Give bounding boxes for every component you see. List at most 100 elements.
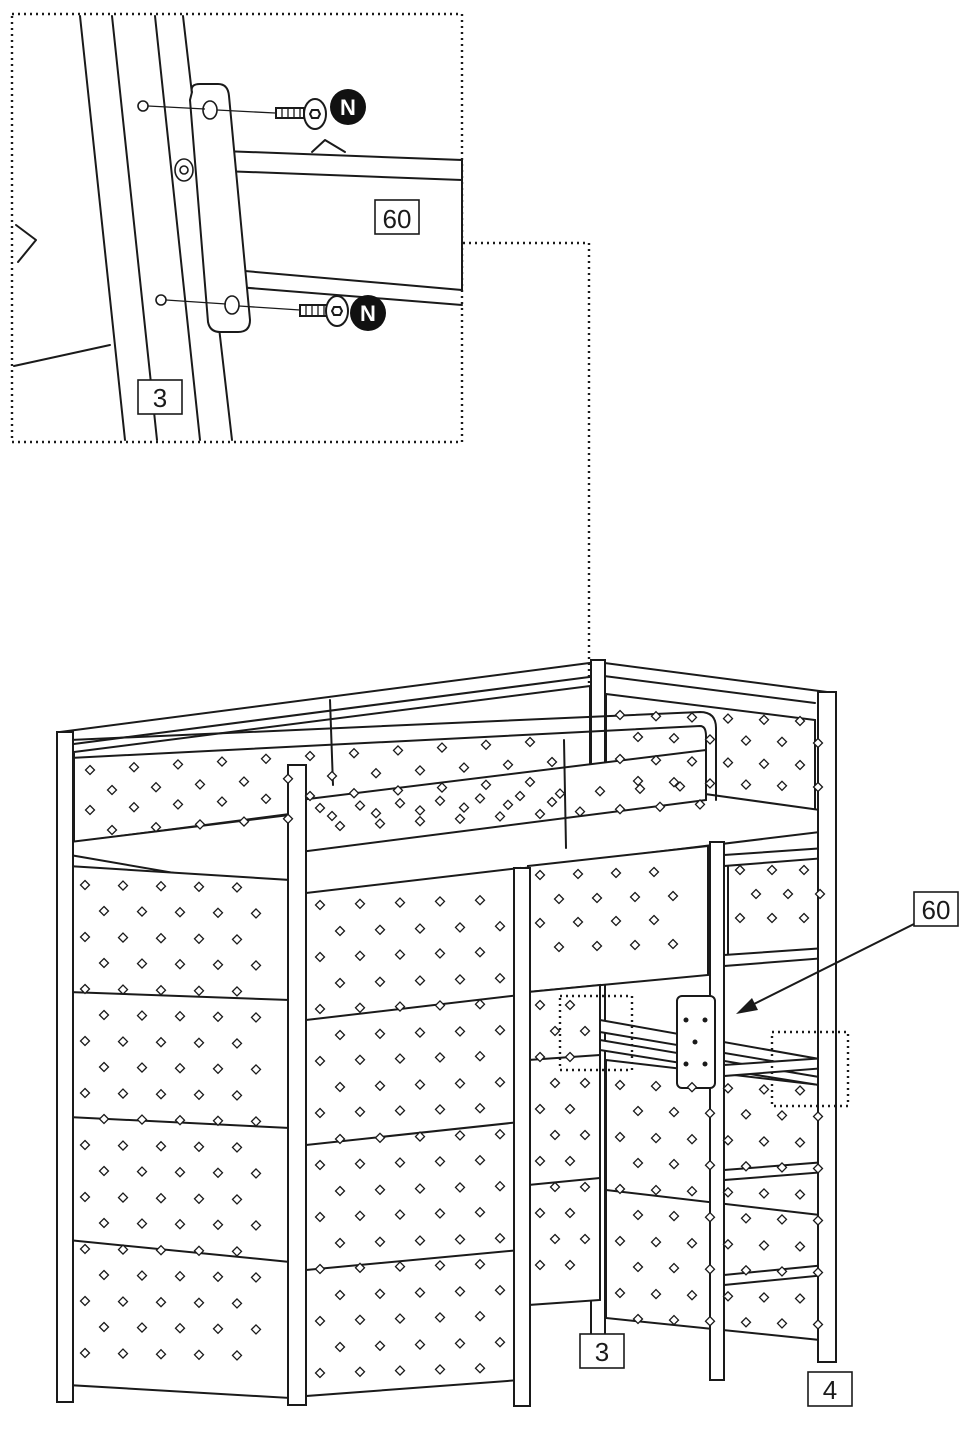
back-left-top-rail-2 (65, 675, 598, 746)
perforation-diamond (812, 1319, 824, 1330)
perforation-diamond (776, 1213, 788, 1225)
perforation-diamond (334, 1081, 346, 1093)
perforation-diamond (374, 1132, 386, 1144)
perforation-diamond (354, 898, 366, 910)
perforation-diamond (758, 758, 770, 770)
left-back-post (56, 731, 74, 1403)
perforation-diamond (722, 713, 734, 725)
perforation-diamond (812, 1215, 824, 1226)
leg-edge-inner (111, 15, 158, 441)
perforation-diamond (434, 1363, 446, 1375)
perforation-diamond (782, 888, 794, 900)
front-seam-3 (305, 1249, 521, 1271)
perforation-diamond (98, 1165, 110, 1177)
perforation-diamond (614, 709, 626, 721)
leg-hole-bottom (155, 294, 167, 306)
perforation-diamond (231, 933, 243, 945)
perforation-diamond (136, 1062, 148, 1074)
perforation-diamond (193, 1141, 205, 1153)
perforation-diamond (549, 1129, 561, 1141)
perforation-diamond (434, 999, 446, 1011)
perforation-diamond (722, 1238, 734, 1250)
perforation-diamond (136, 1270, 148, 1282)
perforation-diamond (314, 1367, 326, 1379)
perforation-diamond (155, 1036, 167, 1048)
perforation-diamond (674, 780, 686, 792)
perforation-diamond (650, 1288, 662, 1300)
guide-line-top-right (216, 109, 276, 114)
perforation-diamond (212, 1063, 224, 1075)
guide-line-top-left (147, 105, 206, 110)
perforation-diamond (434, 1311, 446, 1323)
perforation-diamond (394, 1209, 406, 1221)
perforation-diamond (454, 1285, 466, 1297)
perforation-diamond (194, 778, 206, 790)
perforation-diamond (434, 1207, 446, 1219)
perforation-diamond (117, 1296, 129, 1308)
guard-handrail (69, 711, 717, 801)
perforation-diamond (758, 1291, 770, 1303)
perforation-diamond (474, 1206, 486, 1218)
perforation-diamond (591, 940, 603, 952)
perforation-diamond (374, 1288, 386, 1300)
perforation-diamond (812, 1163, 824, 1174)
perforation-diamond (614, 1131, 626, 1143)
perforation-diamond (98, 905, 110, 917)
perforation-diamond (282, 813, 294, 825)
overview-part-label: 60 (922, 895, 951, 925)
perforation-diamond (629, 891, 641, 903)
perforation-diamond (174, 1010, 186, 1022)
perforation-diamond (812, 1111, 824, 1122)
perforation-diamond (394, 1313, 406, 1325)
perforation-diamond (414, 764, 426, 776)
perforation-diamond (117, 932, 129, 944)
perforation-diamond (212, 1271, 224, 1283)
perforation-diamond (354, 1054, 366, 1066)
perforation-diamond (704, 1107, 716, 1119)
perforation-diamond (474, 1258, 486, 1270)
perforation-diamond (193, 985, 205, 997)
perforation-diamond (704, 1315, 716, 1327)
perforation-diamond (776, 1109, 788, 1121)
perforation-diamond (79, 983, 91, 995)
perforation-diamond (374, 976, 386, 988)
perforation-diamond (250, 1167, 262, 1179)
fastener-bottom-label: N (360, 301, 376, 326)
perforation-diamond (722, 1290, 734, 1302)
perforation-diamond (534, 808, 546, 820)
perforation-diamond (212, 959, 224, 971)
perforation-diamond (79, 879, 91, 891)
perforation-diamond (98, 1217, 110, 1229)
overview-callout-3: 3 (579, 1333, 625, 1369)
perforation-diamond (314, 1159, 326, 1171)
perforation-diamond (514, 790, 526, 802)
perforation-diamond (668, 1158, 680, 1170)
perforation-diamond (654, 801, 666, 813)
perforation-diamond (174, 1062, 186, 1074)
perforation-diamond (458, 762, 470, 774)
side-rail (13, 344, 111, 367)
perforation-diamond (172, 758, 184, 770)
perforation-diamond (117, 984, 129, 996)
perforation-diamond (704, 1263, 716, 1275)
part-60-leader (745, 922, 917, 1009)
perforation-diamond (414, 1027, 426, 1039)
perforation-diamond (79, 1087, 91, 1099)
perforation-diamond (374, 1184, 386, 1196)
perforation-diamond (414, 1183, 426, 1195)
perforation-diamond (454, 813, 466, 825)
perforation-diamond (374, 1028, 386, 1040)
perforation-diamond (193, 881, 205, 893)
perforation-diamond (524, 736, 536, 748)
perforation-diamond (194, 818, 206, 830)
fastener-badge-top: N (330, 89, 366, 125)
perforation-diamond (354, 800, 366, 812)
detail-area-right (770, 1030, 850, 1108)
perforation-diamond (564, 1259, 576, 1271)
left-end-seam-1 (67, 991, 291, 1001)
n-badge-bottom-icon (350, 295, 386, 331)
perforation-diamond (434, 1051, 446, 1063)
perforation-diamond (454, 1025, 466, 1037)
left-end-panel (67, 864, 291, 1400)
overview-right-post-label: 4 (823, 1375, 837, 1405)
